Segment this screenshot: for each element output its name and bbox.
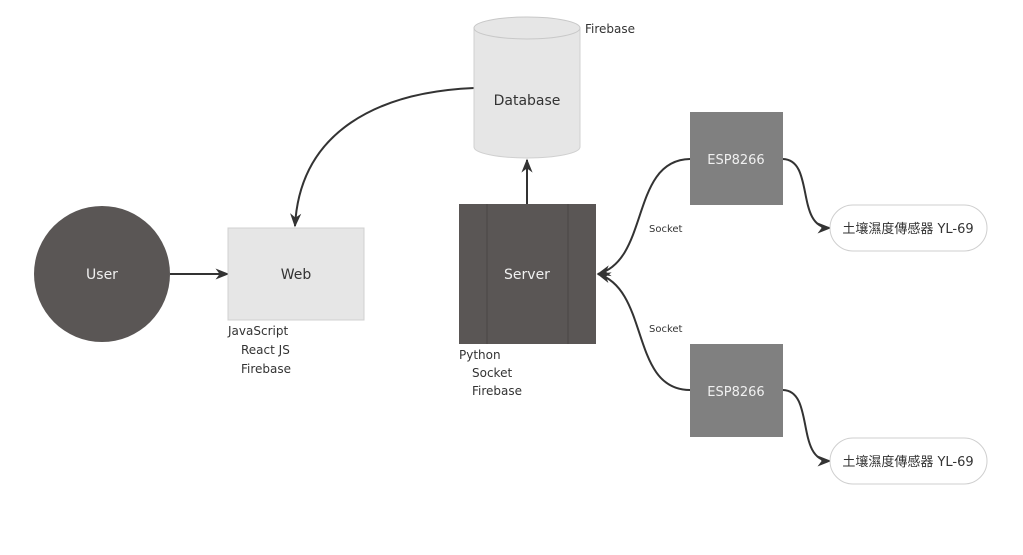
esp-top-label: ESP8266 — [707, 153, 764, 168]
node-web[interactable]: Web — [227, 227, 365, 321]
database-label: Database — [494, 93, 561, 109]
server-label: Server — [504, 267, 550, 283]
server-notes: Python Socket Firebase — [459, 348, 522, 398]
sensor-top-pill — [829, 204, 988, 252]
esp-bottom-label: ESP8266 — [707, 385, 764, 400]
node-database[interactable]: Database — [473, 16, 581, 159]
node-server[interactable]: Server — [459, 204, 596, 344]
web-label: Web — [281, 267, 312, 283]
database-tag: Firebase — [585, 22, 635, 36]
edge-esp-top-server — [596, 158, 691, 277]
edges: Socket Socket — [170, 87, 832, 467]
edge-esp-bottom-server — [596, 272, 691, 391]
user-label: User — [86, 267, 118, 283]
web-note: JavaScript — [227, 324, 288, 338]
sensor-bottom-pill — [829, 437, 988, 485]
database-cylinder-body — [473, 27, 581, 159]
esp-bottom-box — [690, 344, 783, 437]
server-note: Socket — [472, 366, 512, 380]
esp-top-box — [690, 112, 783, 205]
web-note: React JS — [241, 343, 290, 357]
edge-esp-bottom-sensor — [782, 389, 832, 467]
user-circle — [34, 206, 170, 342]
web-notes: JavaScript React JS Firebase — [227, 324, 291, 376]
node-sensor-bottom[interactable]: 土壤濕度傳感器 YL-69 — [829, 437, 988, 485]
sensor-bottom-label: 土壤濕度傳感器 YL-69 — [842, 454, 973, 470]
sensor-top-label: 土壤濕度傳感器 YL-69 — [842, 221, 973, 237]
node-esp8266-bottom[interactable]: ESP8266 — [690, 344, 783, 437]
edge-label-socket-top: Socket — [649, 224, 683, 235]
edge-esp-top-sensor — [782, 158, 832, 234]
web-box — [227, 227, 365, 321]
server-note: Firebase — [472, 384, 522, 398]
edge-database-web — [290, 87, 475, 228]
node-sensor-top[interactable]: 土壤濕度傳感器 YL-69 — [829, 204, 988, 252]
edge-label-socket-bottom: Socket — [649, 324, 683, 335]
database-cylinder-top — [473, 16, 581, 40]
web-note: Firebase — [241, 362, 291, 376]
node-esp8266-top[interactable]: ESP8266 — [690, 112, 783, 205]
server-box — [459, 204, 596, 344]
server-note: Python — [459, 348, 501, 362]
node-user[interactable]: User — [34, 206, 170, 342]
